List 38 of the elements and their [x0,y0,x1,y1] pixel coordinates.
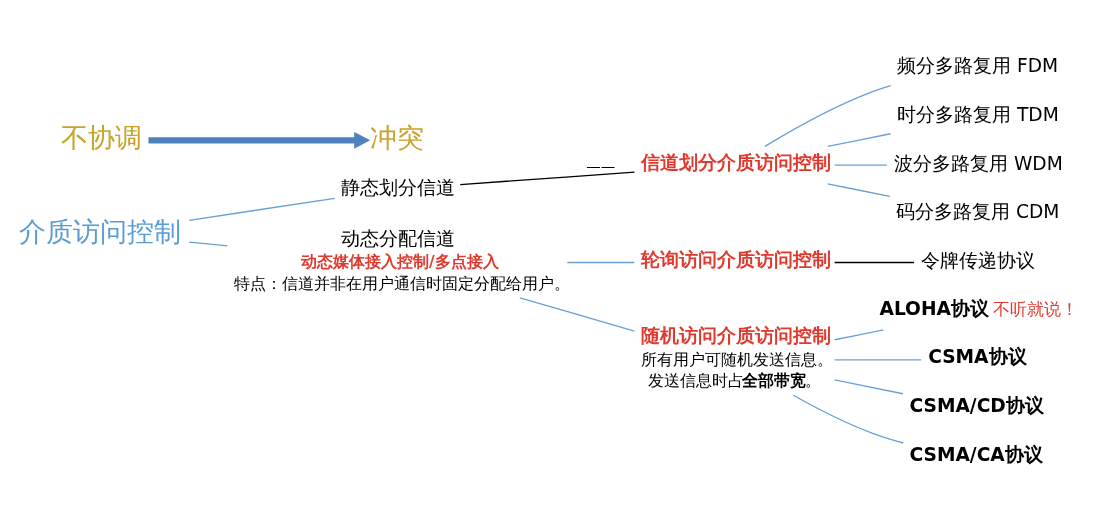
connector [519,296,636,332]
connector [459,171,636,185]
connector [764,84,892,147]
node-text: 频分多路复用 FDM [897,54,1059,76]
node-label: 特点：信道并非在用户通信时固定分配给用户。 [233,274,570,293]
node-label: 发送信息时占全部带宽。 [647,371,822,390]
connector [188,240,229,247]
node-label: 所有用户可随机发送信息。 [641,350,834,369]
node-label: 不听就说！ [993,299,1079,319]
node-text: 轮询访问介质访问控制 [641,248,832,270]
node-text: 不协调 [60,121,142,153]
arrow [148,131,371,149]
node-text: 介质访问控制 [19,215,182,247]
node-text: 码分多路复用 CDM [896,200,1060,222]
connector [827,132,892,147]
node-text: CSMA协议 [928,345,1027,367]
node-text: 冲突 [370,121,425,153]
node-text: CSMA/CD协议 [909,394,1044,416]
node-text: 随机访问介质访问控制 [641,324,832,346]
node-text: 令牌传递协议 [920,249,1035,271]
connector [792,394,904,444]
connector [833,261,915,263]
node-text: 信道划分介质访问控制 [641,151,832,173]
connector [833,378,904,394]
node-text: 静态划分信道 [341,176,456,198]
node-text: CSMA/CA协议 [909,443,1043,465]
connector [833,328,885,340]
node-label: 动态媒体接入控制/多点接入 [301,252,499,271]
connector [566,261,635,263]
edge-label: —— [586,157,616,174]
node-text: 时分多路复用 TDM [897,103,1059,125]
node-text: 波分多路复用 WDM [893,152,1063,174]
connector [833,163,888,166]
connector [188,197,336,221]
node-text: 动态分配信道 [340,227,455,249]
node-text: ALOHA协议 [879,297,989,319]
connector [827,182,891,197]
connector [833,358,922,361]
